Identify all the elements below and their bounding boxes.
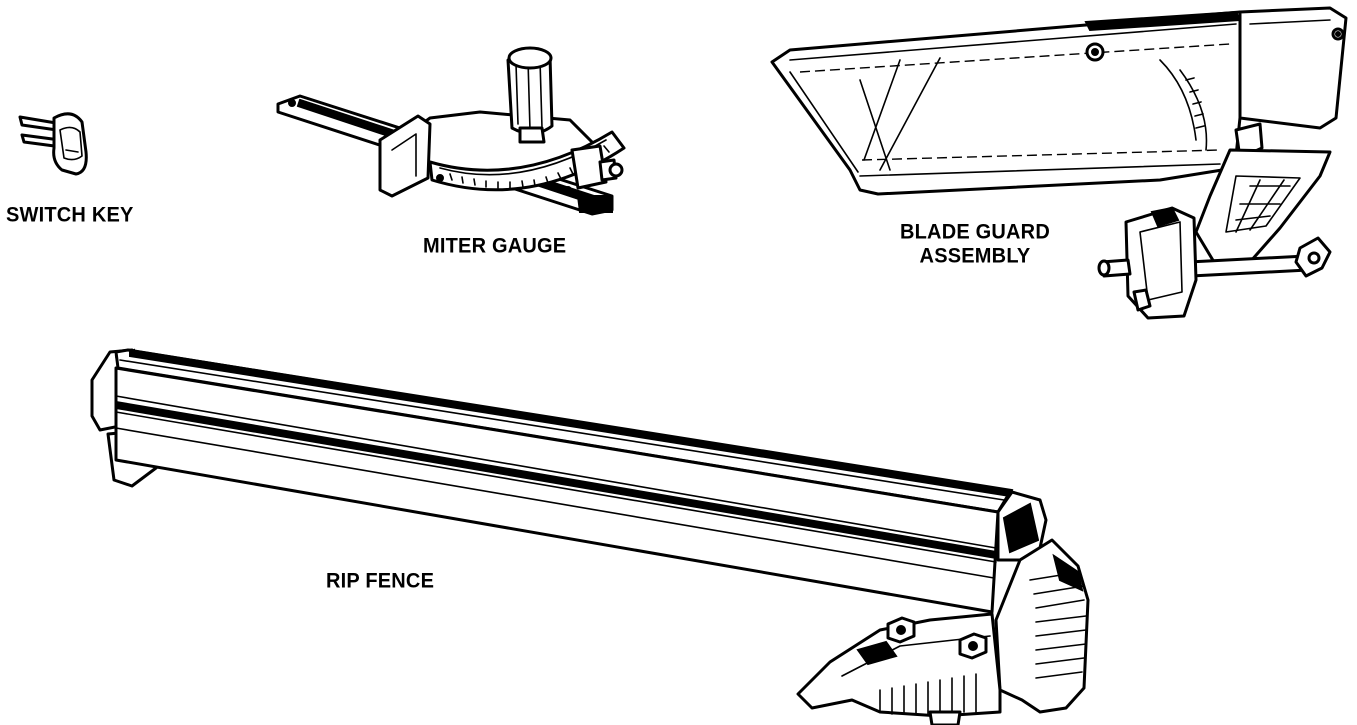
blade-guard-label-line1: BLADE GUARD (900, 220, 1050, 244)
switch-key-label: SWITCH KEY (6, 203, 134, 227)
switch-key-label-text: SWITCH KEY (6, 203, 134, 227)
blade-guard-label-line2: ASSEMBLY (919, 244, 1031, 268)
rip-fence-illustration (90, 348, 1090, 725)
miter-gauge-label-text: MITER GAUGE (423, 234, 567, 258)
miter-gauge-illustration (276, 46, 626, 216)
rip-fence-label-text: RIP FENCE (326, 569, 435, 593)
switch-key-illustration (18, 112, 88, 176)
miter-gauge-label: MITER GAUGE (423, 234, 566, 258)
blade-guard-illustration (770, 6, 1348, 320)
blade-guard-assembly-label: BLADE GUARD ASSEMBLY (900, 220, 1050, 268)
rip-fence-label: RIP FENCE (326, 569, 434, 593)
